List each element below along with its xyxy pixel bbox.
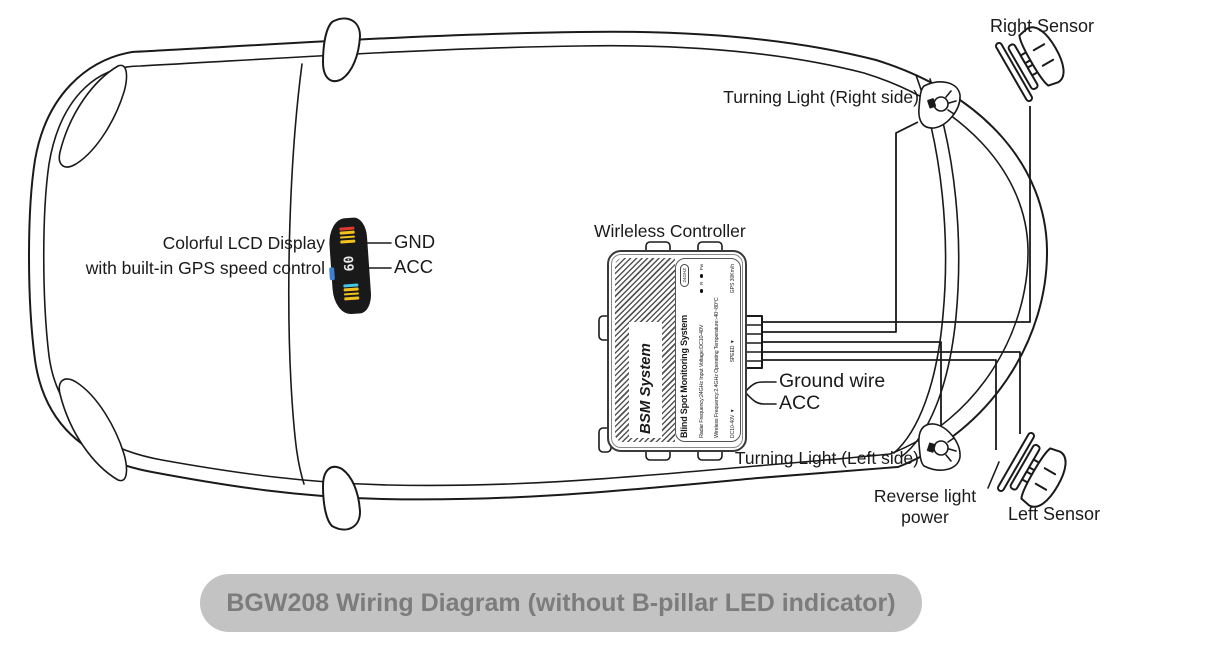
side-mirror-left	[322, 465, 361, 531]
windshield-line	[288, 63, 305, 485]
lcd-speed-value: 60	[341, 255, 358, 272]
right-sensor-label: Right Sensor	[990, 16, 1095, 36]
car-body-outline	[28, 30, 1049, 501]
acc-wire-leader	[745, 392, 777, 405]
car-body-inner-line	[42, 44, 1029, 487]
turning-light-left-icon	[918, 423, 961, 471]
acc-label: ACC	[394, 256, 434, 277]
acc-wire-label: ACC	[779, 392, 821, 414]
gnd-label: GND	[394, 231, 436, 252]
front-fender-line-bottom	[58, 378, 128, 482]
controller-spec-line2: Wireless Frequency:2.4GHz Operating Temp…	[714, 297, 721, 438]
led-dot-icon	[699, 289, 704, 293]
controller-product-name: Blind Spot Monitoring System	[679, 315, 689, 438]
controller-led-indicators: R Pw	[699, 264, 704, 293]
rear-quarter-line	[900, 78, 960, 458]
front-fender-line-top	[58, 64, 128, 168]
controller-spec-line1: Radar Frequency:24GHz Input Voltage:DC10…	[698, 324, 705, 438]
controller-inner-outline	[611, 254, 743, 448]
wire-left-sensor	[762, 351, 1021, 434]
left-sensor-icon	[995, 430, 1076, 516]
turning-light-right-icon	[918, 81, 961, 129]
controller-badge: 24GHZ	[679, 264, 689, 287]
wire-left-turning-light	[762, 341, 942, 427]
ground-wire-label: Ground wire	[779, 370, 886, 392]
controller-side-label-area: BSM System	[629, 322, 662, 438]
side-mirror-right	[322, 17, 361, 83]
wire-right-turning-light	[762, 121, 919, 333]
controller-dc-label: DC10-40V ▼	[729, 408, 736, 438]
wire-reverse-light	[762, 359, 997, 450]
wireless-controller-label: Wirleless Controller	[594, 221, 746, 241]
diagram-title: BGW208 Wiring Diagram (without B-pillar …	[200, 574, 922, 632]
lcd-button	[329, 267, 335, 281]
bsm-system-side-label: BSM System	[637, 343, 654, 434]
controller-label-card: Blind Spot Monitoring System 24GHZ Radar…	[675, 258, 741, 442]
rear-window-line	[893, 74, 947, 454]
reverse-light-power-label: Reverse light power	[873, 486, 977, 528]
ground-wire-leader	[745, 381, 777, 392]
turning-light-left-label: Turning Light (Left side)	[734, 448, 919, 468]
controller-box: BSM System Blind Spot Monitoring System …	[607, 250, 747, 452]
reverse-light-leader	[987, 461, 1000, 489]
left-sensor-label: Left Sensor	[1008, 504, 1101, 524]
lcd-display: 60	[327, 216, 373, 316]
controller-gps-label: GPS 30Km/h	[729, 264, 736, 294]
controller-speed-label: SPEED ▼	[729, 339, 736, 363]
display-caption-line1: Colorful LCD Display	[162, 233, 325, 253]
turning-light-right-label: Turning Light (Right side)	[723, 87, 919, 107]
display-caption-line2: with built-in GPS speed control	[85, 258, 325, 279]
lcd-top-signal-bars	[339, 226, 356, 244]
lcd-bottom-signal-bars	[343, 283, 360, 301]
wire-right-sensor	[762, 106, 1031, 323]
led-dot-icon	[699, 274, 704, 278]
